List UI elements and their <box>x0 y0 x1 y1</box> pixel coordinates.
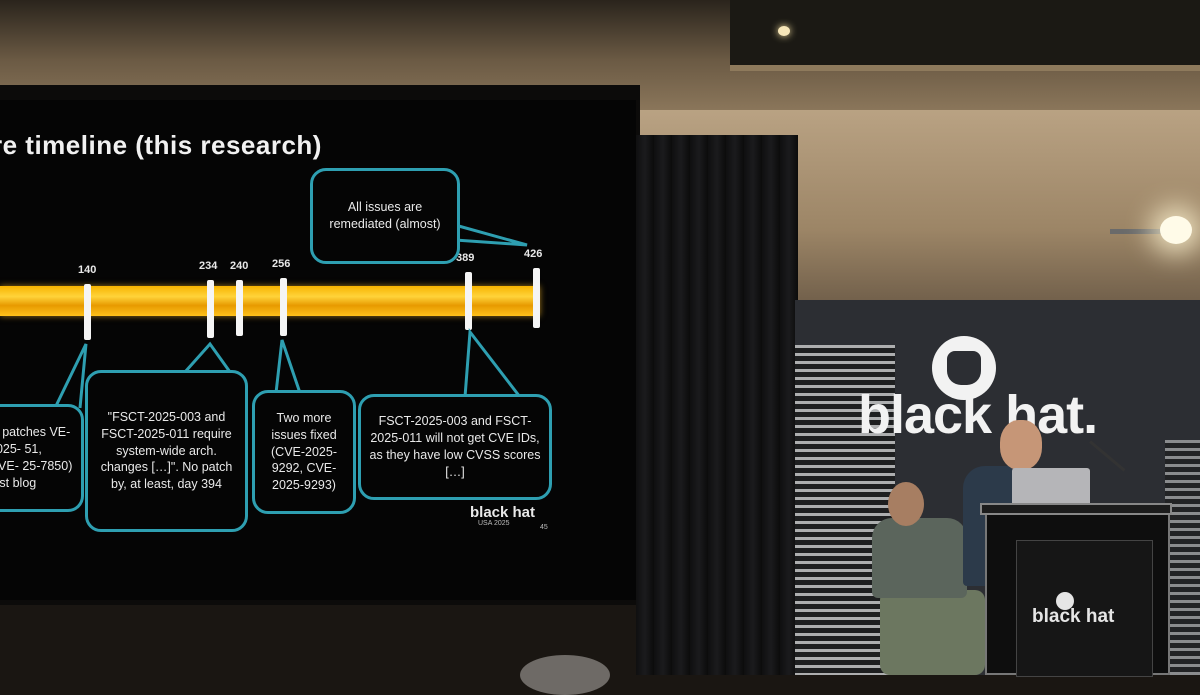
timeline-tick <box>280 278 287 336</box>
podium-top <box>980 503 1172 515</box>
backdrop-stripes-left <box>795 345 895 675</box>
day-label: 256 <box>272 258 291 270</box>
callout-two-more: Two more issues fixed (CVE-2025-9292, CV… <box>252 390 356 514</box>
backdrop-logo-text: black hat. <box>858 385 1098 445</box>
callout-remediated: All issues are remediated (almost) <box>310 168 460 264</box>
timeline-tick <box>236 280 243 336</box>
black-hat-logo-icon <box>932 336 996 400</box>
day-label: 234 <box>199 260 218 272</box>
slide-number: 45 <box>540 524 548 531</box>
callout-pointers <box>53 223 528 409</box>
callout-first-patches: st patches VE-2025- 51, CVE- 25-7850) fi… <box>0 404 84 512</box>
wall-lamp-arm <box>1110 229 1162 234</box>
backdrop-stripes-right <box>1165 440 1200 675</box>
day-label: 426 <box>524 248 543 260</box>
timeline-tick <box>465 272 472 330</box>
slide-logo-subtitle: USA 2025 <box>478 520 510 527</box>
pointer-two-more <box>274 339 302 394</box>
stage-curtain <box>636 135 798 675</box>
podium-logo-text: black hat <box>1032 606 1115 627</box>
seated-person-legs <box>880 590 985 675</box>
callout-arch-changes: "FSCT-2025-003 and FSCT-2025-011 require… <box>85 370 248 532</box>
day-label: 389 <box>456 252 475 264</box>
day-label: 140 <box>78 264 97 276</box>
ceiling-light <box>778 26 790 36</box>
speaker-head <box>1000 420 1042 470</box>
pointer-arch-changes <box>183 341 232 373</box>
pointer-remediated <box>454 223 528 247</box>
callout-no-cve: FSCT-2025-003 and FSCT-2025-011 will not… <box>358 394 552 500</box>
day-label: 240 <box>230 260 249 272</box>
slide-logo: black hat <box>470 504 536 521</box>
podium-panel <box>1016 540 1153 677</box>
ceiling-panel <box>730 0 1200 71</box>
wall-light <box>1160 216 1192 244</box>
pointer-no-cve <box>463 327 522 398</box>
timeline-tick <box>533 268 540 328</box>
seated-person <box>872 518 967 598</box>
audience-head <box>520 655 610 695</box>
timeline-tick <box>84 284 91 340</box>
laptop <box>1012 468 1090 506</box>
pointer-first-patches <box>53 343 88 409</box>
timeline-tick <box>207 280 214 338</box>
podium-hat-icon <box>1056 592 1074 610</box>
seated-person-head <box>888 482 924 526</box>
slide-title: re timeline (this research) <box>0 130 322 160</box>
